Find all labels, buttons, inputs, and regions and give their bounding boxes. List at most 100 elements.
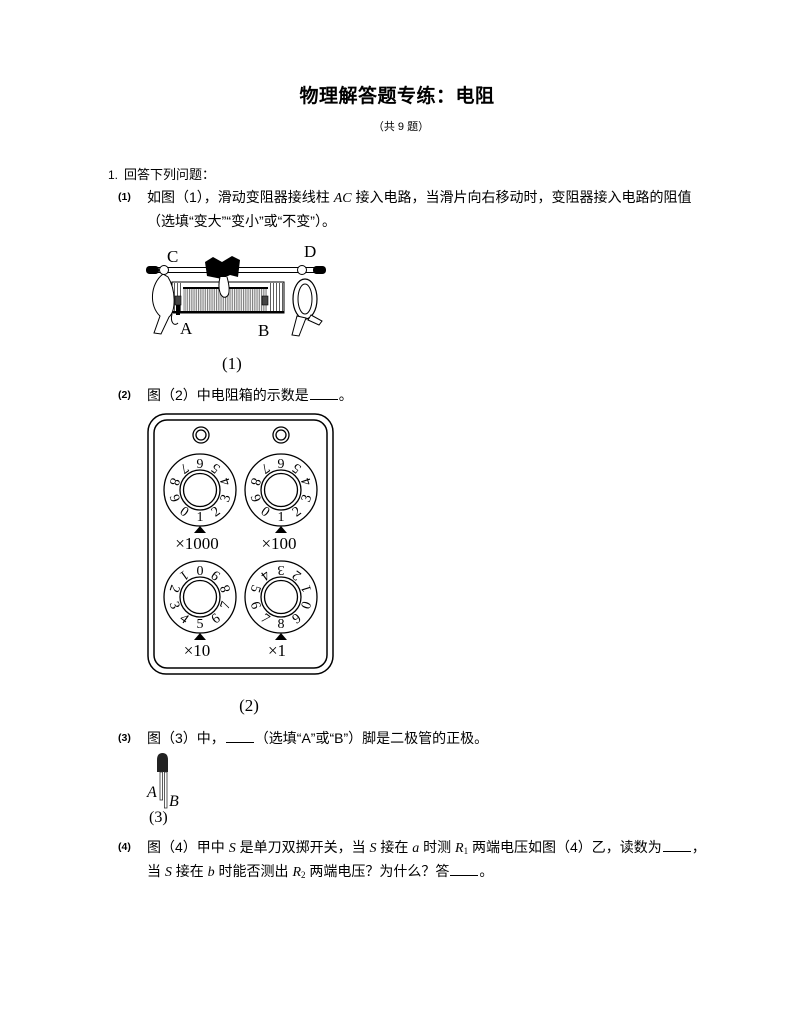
rheostat-figure: C D A B (1) bbox=[146, 242, 326, 373]
text: 。 bbox=[479, 863, 494, 879]
dial-digit: 3 bbox=[278, 562, 285, 577]
part-label-3: (3) bbox=[118, 732, 131, 744]
rheostat-slider bbox=[205, 256, 240, 298]
diode-leg-b bbox=[163, 771, 168, 809]
dial-digit: 9 bbox=[247, 493, 263, 504]
leg-label-b: B bbox=[169, 793, 179, 810]
dial-digit: 8 bbox=[218, 583, 234, 594]
dial-digit: 1 bbox=[299, 583, 315, 594]
variable-ac: AC bbox=[333, 191, 352, 206]
text: 接在 bbox=[171, 863, 208, 879]
terminal-knob-left bbox=[192, 426, 210, 444]
question-count: （共 9 题） bbox=[372, 121, 430, 133]
dial-digit: 9 bbox=[166, 493, 182, 504]
pointer-triangle-icon bbox=[194, 633, 206, 640]
rheostat-left-bracket bbox=[152, 265, 179, 335]
part-label-4: (4) bbox=[118, 841, 131, 853]
subscript-2: 2 bbox=[301, 870, 306, 880]
answer-blank bbox=[662, 838, 691, 852]
variable-s: S bbox=[164, 865, 172, 880]
text: 图（2）中电阻箱的示数是 bbox=[147, 387, 309, 403]
text: 时能否测出 bbox=[214, 863, 293, 879]
dial-digit: 6 bbox=[247, 600, 263, 611]
multiplier-label-x1000: ×1000 bbox=[175, 534, 219, 553]
variable-a: a bbox=[412, 841, 420, 856]
pointer-triangle-icon bbox=[194, 526, 206, 533]
answer-blank bbox=[450, 862, 479, 876]
part3-line: 图（3）中， （选填“A”或“B”）脚是二极管的正极。 bbox=[147, 729, 488, 747]
dial-digit: 5 bbox=[247, 583, 263, 594]
dial-digit: 6 bbox=[278, 455, 285, 470]
multiplier-label-x100: ×100 bbox=[261, 534, 296, 553]
text: 。 bbox=[338, 387, 353, 403]
dial-digit: 2 bbox=[166, 583, 182, 594]
variable-r: R bbox=[455, 841, 464, 856]
text: 时测 bbox=[419, 839, 456, 855]
part2-line: 图（2）中电阻箱的示数是 。 bbox=[147, 386, 353, 404]
terminal-label-a: A bbox=[180, 319, 193, 338]
terminal-label-d: D bbox=[304, 242, 316, 261]
variable-r: R bbox=[292, 865, 302, 880]
text: （选填“A”或“B”）脚是二极管的正极。 bbox=[254, 730, 489, 746]
text: 两端电压？为什么？答 bbox=[305, 863, 450, 879]
dial-digit: 1 bbox=[278, 510, 285, 525]
dial-digit: 6 bbox=[197, 455, 204, 470]
text: 图（4）甲中 bbox=[147, 839, 229, 855]
multiplier-label-x1: ×1 bbox=[268, 641, 286, 660]
dial-digit: 3 bbox=[299, 493, 315, 504]
question-number: 1. bbox=[108, 168, 119, 182]
variable-b: b bbox=[207, 865, 215, 880]
variable-s: S bbox=[228, 841, 236, 856]
text: 是单刀双掷开关，当 bbox=[235, 839, 370, 855]
dial-digit: 3 bbox=[218, 493, 234, 504]
text: 如图（1），滑动变阻器接线柱 bbox=[147, 189, 334, 205]
answer-blank bbox=[225, 729, 254, 743]
variable-s: S bbox=[369, 841, 377, 856]
figure-caption-3: (3) bbox=[149, 809, 168, 826]
subscript-1: 1 bbox=[463, 846, 469, 856]
page-title: 物理解答题专练：电阻 bbox=[299, 86, 495, 107]
diode-leg-a bbox=[159, 771, 163, 801]
dial-digit: 8 bbox=[166, 476, 182, 487]
dial-digit: 0 bbox=[197, 562, 204, 577]
text: 两端电压如图（4）乙，读数为 bbox=[468, 839, 662, 855]
diode-head bbox=[157, 753, 168, 772]
dial-digit: 3 bbox=[166, 600, 182, 611]
terminal-knob-right bbox=[272, 426, 290, 444]
text: 图（3）中， bbox=[147, 730, 225, 746]
dial-digit: 8 bbox=[278, 617, 285, 632]
dial-digit: 5 bbox=[197, 617, 204, 632]
question-stem: 回答下列问题： bbox=[124, 167, 216, 182]
dial-digit: 4 bbox=[299, 476, 315, 487]
text: 接在 bbox=[376, 839, 413, 855]
dial-digit: 1 bbox=[197, 510, 204, 525]
text: 当 bbox=[147, 863, 165, 879]
dial-digit: 4 bbox=[218, 476, 234, 487]
dial-digit: 8 bbox=[247, 476, 263, 487]
text: 接入电路，当滑片向右移动时，变阻器接入电路的阻值 bbox=[351, 189, 692, 205]
terminal-label-c: C bbox=[167, 247, 178, 266]
box-inner-frame bbox=[153, 419, 328, 669]
figure-caption-2: (2) bbox=[239, 696, 259, 715]
diode-figure: A B (3) bbox=[146, 753, 179, 826]
pointer-triangle-icon bbox=[275, 526, 287, 533]
figure-caption-1: (1) bbox=[222, 354, 242, 373]
part-label-1: (1) bbox=[118, 191, 131, 203]
dial-digit: 7 bbox=[218, 600, 234, 611]
answer-blank bbox=[309, 386, 338, 400]
rheostat-right-bracket bbox=[291, 265, 323, 337]
part4-line2: 当 S 接在 b 时能否测出 R2 两端电压？为什么？答 。 bbox=[147, 862, 493, 882]
part1-line1: 如图（1），滑动变阻器接线柱 AC 接入电路，当滑片向右移动时，变阻器接入电路的… bbox=[147, 188, 691, 208]
part-label-2: (2) bbox=[118, 389, 131, 401]
pointer-triangle-icon bbox=[275, 633, 287, 640]
multiplier-label-x10: ×10 bbox=[184, 641, 211, 660]
leg-label-a: A bbox=[146, 784, 157, 801]
part1-line2: （选填“变大”“变小”或“不变”）。 bbox=[147, 213, 336, 229]
terminal-label-b: B bbox=[258, 321, 269, 340]
